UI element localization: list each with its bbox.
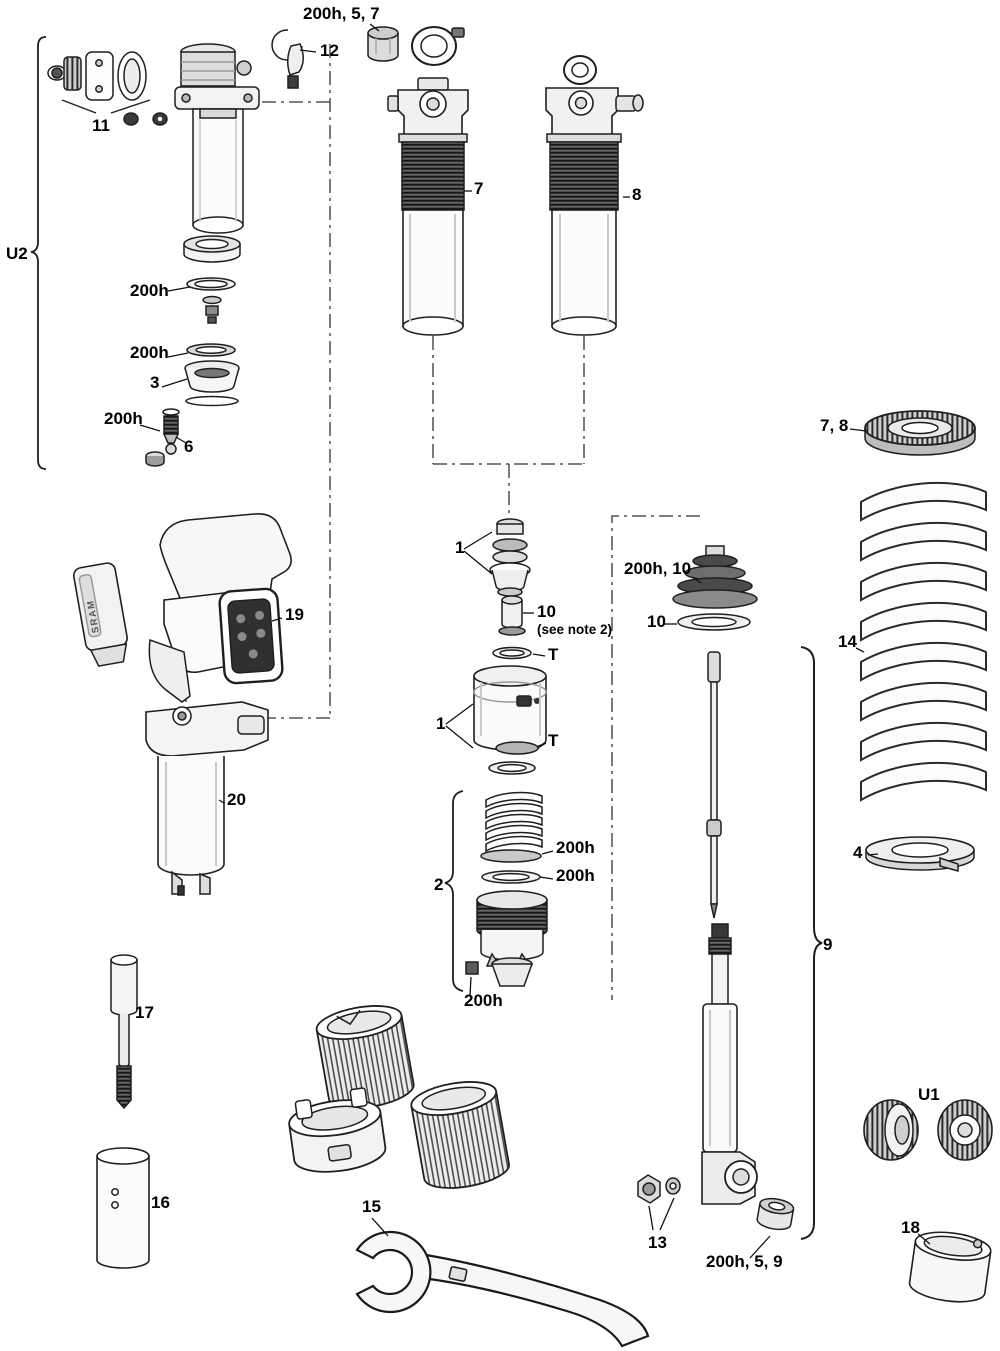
callout-3: 3 xyxy=(150,373,160,392)
part-eyelet-hardware-11 xyxy=(47,51,168,126)
part-caps-u1 xyxy=(863,1099,993,1161)
callout-10-a: 10 xyxy=(537,602,556,621)
part-stack-1-upper xyxy=(489,518,531,597)
part-bellows-200h-10 xyxy=(672,545,758,609)
part-battery: SRAM xyxy=(72,562,128,667)
callout-9: 9 xyxy=(823,935,833,954)
callout-200h-e: 200h xyxy=(556,866,595,885)
callout-14: 14 xyxy=(838,632,857,651)
part-rubber-sleeve-b xyxy=(410,1081,510,1189)
callout-7: 7 xyxy=(474,179,484,198)
part-sealhead-stack xyxy=(183,235,241,407)
callout-6: 6 xyxy=(184,437,194,456)
callout-4: 4 xyxy=(853,843,863,862)
part-can-18 xyxy=(908,1231,992,1303)
part-sleeve-16 xyxy=(96,1147,150,1269)
bracket-9 xyxy=(800,646,823,1240)
part-rubber-sleeve-a xyxy=(315,1005,415,1109)
callout-10-b: 10 xyxy=(647,612,666,631)
callout-11: 11 xyxy=(92,116,110,135)
part-spacer-10 xyxy=(498,595,526,636)
part-wrench-15 xyxy=(355,1230,650,1348)
callout-12: 12 xyxy=(320,41,339,60)
part-pump-20 xyxy=(145,701,269,896)
callout-200h-f: 200h xyxy=(464,991,503,1010)
part-castellated-collar xyxy=(288,1087,387,1173)
bracket-2 xyxy=(444,790,464,992)
callout-200h-c: 200h xyxy=(104,409,143,428)
callout-see-note-2: (see note 2) xyxy=(537,622,613,637)
callout-7-8: 7, 8 xyxy=(820,416,849,435)
callout-u1: U1 xyxy=(918,1085,940,1104)
callout-17: 17 xyxy=(135,1003,154,1022)
leader-lines xyxy=(139,23,931,1259)
callout-1-upper: 1 xyxy=(455,538,465,557)
callout-200h-b: 200h xyxy=(130,343,169,362)
part-washer-t-upper xyxy=(492,646,532,660)
callout-200h-10: 200h, 10 xyxy=(624,559,692,578)
callout-200h-d: 200h xyxy=(556,838,595,857)
part-tool-17 xyxy=(110,954,138,1110)
part-nuts-13 xyxy=(637,1174,681,1204)
part-washer-t-lower xyxy=(488,741,539,775)
part-spring-collar-4 xyxy=(865,836,975,872)
part-damper-assembly-u2 xyxy=(174,43,260,234)
part-spacer-200h-5-9 xyxy=(756,1197,795,1231)
callout-13: 13 xyxy=(648,1233,667,1252)
part-shock-8 xyxy=(545,55,644,336)
callout-19: 19 xyxy=(285,605,304,624)
callout-18: 18 xyxy=(901,1218,920,1237)
part-damper-shaft-9 xyxy=(701,923,758,1205)
part-coil-spring-14 xyxy=(860,481,987,802)
part-mount-clamp-12 xyxy=(271,29,304,89)
callout-t-upper: T xyxy=(548,645,559,664)
callout-2: 2 xyxy=(434,875,444,894)
part-rebound-needle xyxy=(706,651,722,919)
part-washer-10 xyxy=(677,613,751,631)
callout-16: 16 xyxy=(151,1193,170,1212)
part-bumper-200h-5-7 xyxy=(367,26,399,62)
callout-t-lower: T xyxy=(548,731,559,750)
callout-200h-5-7: 200h, 5, 7 xyxy=(303,4,380,23)
part-spring-cap-7-8 xyxy=(864,410,976,456)
callout-200h-a: 200h xyxy=(130,281,169,300)
part-controller-19 xyxy=(148,512,292,703)
callout-15: 15 xyxy=(362,1197,381,1216)
callout-20: 20 xyxy=(227,790,246,809)
part-air-valve-6 xyxy=(145,408,180,467)
callout-200h-5-9: 200h, 5, 9 xyxy=(706,1252,783,1271)
callout-1-lower: 1 xyxy=(436,714,446,733)
bracket-11 xyxy=(61,99,151,114)
part-canister-1 xyxy=(473,665,547,751)
bracket-u2 xyxy=(30,36,47,470)
callout-8: 8 xyxy=(632,185,642,204)
callout-u2: U2 xyxy=(6,244,28,263)
part-spring-stack-2 xyxy=(465,791,548,987)
part-shock-7 xyxy=(387,26,469,336)
